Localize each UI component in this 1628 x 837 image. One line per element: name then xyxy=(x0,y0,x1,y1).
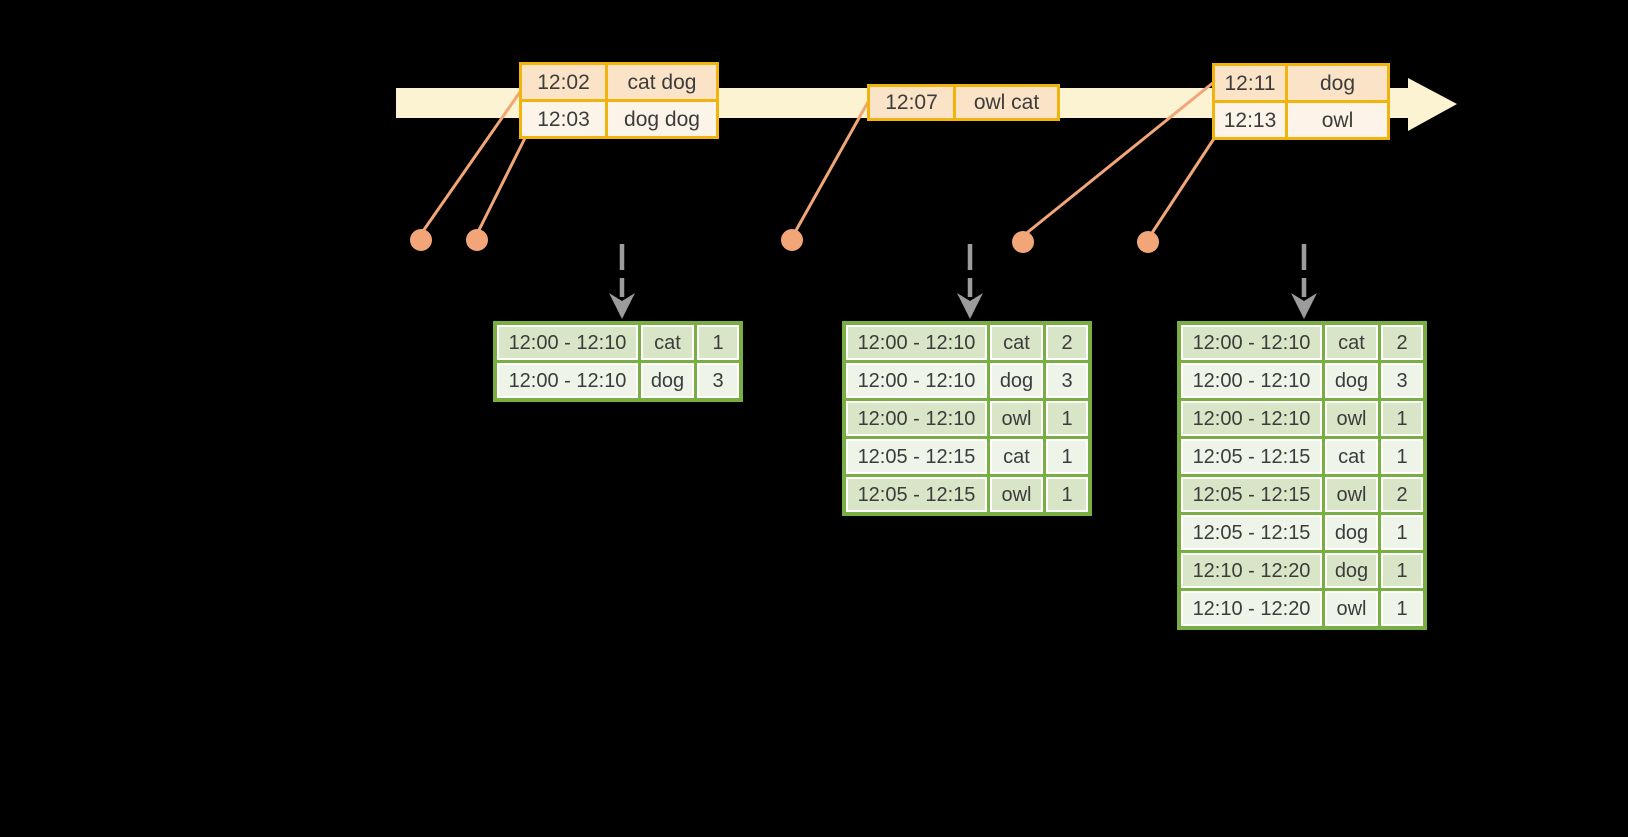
result-word-cell: cat xyxy=(1325,439,1378,474)
result-word-cell: dog xyxy=(990,363,1043,398)
result-table-2: 12:00 - 12:10 cat 2 12:00 - 12:10 dog 3 … xyxy=(842,321,1092,516)
event-words-cell: owl xyxy=(1288,103,1387,137)
trigger-arrowheads xyxy=(609,293,1317,319)
result-table-1: 12:00 - 12:10 cat 1 12:00 - 12:10 dog 3 xyxy=(493,321,743,402)
result-window-cell: 12:00 - 12:10 xyxy=(1181,401,1322,436)
timeline-arrowhead-icon xyxy=(1408,78,1457,131)
arrow-down-icon xyxy=(609,293,635,319)
result-window-cell: 12:05 - 12:15 xyxy=(1181,439,1322,474)
result-window-cell: 12:00 - 12:10 xyxy=(846,363,987,398)
result-table-3: 12:00 - 12:10 cat 2 12:00 - 12:10 dog 3 … xyxy=(1177,321,1427,630)
result-window-cell: 12:05 - 12:15 xyxy=(1181,515,1322,550)
event-time-cell: 12:13 xyxy=(1215,103,1285,137)
event-time-cell: 12:07 xyxy=(870,87,953,118)
result-word-cell: owl xyxy=(1325,477,1378,512)
event-words-cell: dog xyxy=(1288,66,1387,100)
result-word-cell: dog xyxy=(641,363,694,398)
result-word-cell: dog xyxy=(1325,363,1378,398)
result-window-cell: 12:05 - 12:15 xyxy=(846,439,987,474)
result-count-cell: 2 xyxy=(1046,325,1088,360)
event-time-cell: 12:11 xyxy=(1215,66,1285,100)
event-words-cell: owl cat xyxy=(956,87,1057,118)
result-window-cell: 12:00 - 12:10 xyxy=(846,401,987,436)
result-count-cell: 1 xyxy=(1381,439,1423,474)
result-word-cell: owl xyxy=(990,477,1043,512)
result-count-cell: 1 xyxy=(697,325,739,360)
result-word-cell: owl xyxy=(1325,401,1378,436)
result-word-cell: cat xyxy=(990,439,1043,474)
result-window-cell: 12:05 - 12:15 xyxy=(846,477,987,512)
result-word-cell: cat xyxy=(641,325,694,360)
result-count-cell: 3 xyxy=(697,363,739,398)
event-dot xyxy=(781,229,803,251)
result-window-cell: 12:00 - 12:10 xyxy=(497,325,638,360)
event-dot xyxy=(1012,231,1034,253)
result-window-cell: 12:00 - 12:10 xyxy=(1181,363,1322,398)
result-count-cell: 1 xyxy=(1046,401,1088,436)
result-window-cell: 12:00 - 12:10 xyxy=(497,363,638,398)
result-window-cell: 12:10 - 12:20 xyxy=(1181,553,1322,588)
result-window-cell: 12:10 - 12:20 xyxy=(1181,591,1322,626)
result-word-cell: dog xyxy=(1325,515,1378,550)
connector-line xyxy=(792,101,870,235)
event-dot xyxy=(1137,231,1159,253)
event-words-cell: cat dog xyxy=(608,65,716,99)
result-word-cell: cat xyxy=(1325,325,1378,360)
result-count-cell: 2 xyxy=(1381,325,1423,360)
result-word-cell: cat xyxy=(990,325,1043,360)
result-window-cell: 12:00 - 12:10 xyxy=(1181,325,1322,360)
result-count-cell: 1 xyxy=(1381,553,1423,588)
event-words-cell: dog dog xyxy=(608,102,716,136)
result-word-cell: owl xyxy=(1325,591,1378,626)
connector-line xyxy=(419,91,522,235)
trigger-arrows xyxy=(619,244,1307,297)
arrow-down-icon xyxy=(1291,293,1317,319)
result-count-cell: 1 xyxy=(1381,515,1423,550)
event-table-1: 12:02 cat dog 12:03 dog dog xyxy=(519,62,719,139)
event-dots xyxy=(410,229,1159,253)
result-count-cell: 1 xyxy=(1381,591,1423,626)
result-count-cell: 2 xyxy=(1381,477,1423,512)
event-time-cell: 12:02 xyxy=(522,65,605,99)
result-count-cell: 1 xyxy=(1046,477,1088,512)
result-window-cell: 12:00 - 12:10 xyxy=(846,325,987,360)
event-table-3: 12:11 dog 12:13 owl xyxy=(1212,63,1390,140)
result-window-cell: 12:05 - 12:15 xyxy=(1181,477,1322,512)
arrow-down-icon xyxy=(957,293,983,319)
event-table-2: 12:07 owl cat xyxy=(867,84,1060,121)
result-count-cell: 3 xyxy=(1046,363,1088,398)
result-word-cell: owl xyxy=(990,401,1043,436)
connector-line xyxy=(1148,133,1219,237)
event-time-cell: 12:03 xyxy=(522,102,605,136)
result-count-cell: 1 xyxy=(1381,401,1423,436)
connector-line xyxy=(475,137,527,235)
result-count-cell: 1 xyxy=(1046,439,1088,474)
event-dot xyxy=(410,229,432,251)
result-word-cell: dog xyxy=(1325,553,1378,588)
result-count-cell: 3 xyxy=(1381,363,1423,398)
event-dot xyxy=(466,229,488,251)
